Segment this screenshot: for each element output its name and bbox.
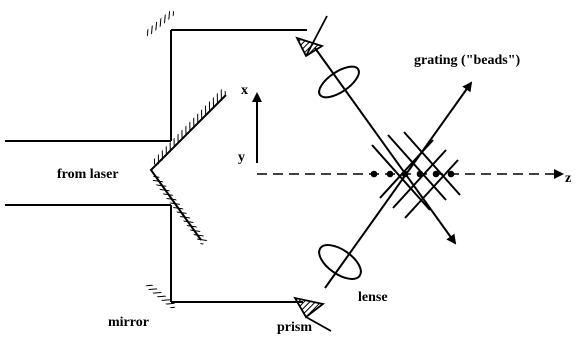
bead bbox=[447, 170, 455, 178]
fringe-line bbox=[387, 134, 447, 201]
lower-lens bbox=[318, 244, 362, 280]
bead bbox=[432, 170, 440, 178]
bead bbox=[386, 170, 394, 178]
y-axis-label: y bbox=[238, 150, 245, 165]
mirror-label: mirror bbox=[108, 315, 149, 330]
from-laser-label: from laser bbox=[57, 167, 119, 182]
lower-beam-diagonal bbox=[324, 81, 473, 289]
bead bbox=[370, 170, 378, 178]
fringe-line bbox=[403, 131, 461, 196]
splitter-hatch-upper bbox=[151, 88, 228, 167]
upper-lens bbox=[318, 65, 360, 99]
bottom-left-mirror bbox=[145, 282, 177, 310]
top-left-mirror bbox=[144, 9, 176, 37]
grating-label: grating ("beads") bbox=[414, 53, 520, 68]
bead bbox=[416, 170, 424, 178]
lense-label: lense bbox=[358, 290, 388, 305]
upper-beam-diagonal bbox=[314, 47, 457, 245]
splitter-hatch-lower bbox=[151, 173, 208, 246]
z-axis-label: z bbox=[565, 171, 571, 186]
top-prism bbox=[295, 15, 328, 58]
bottom-prism bbox=[293, 296, 332, 332]
fringe-line bbox=[371, 144, 431, 211]
fringe-line bbox=[404, 159, 459, 219]
fringe-line bbox=[379, 139, 434, 199]
fringe-line bbox=[392, 149, 447, 209]
x-axis-label: x bbox=[241, 83, 248, 98]
bead bbox=[401, 170, 409, 178]
prism-label: prism bbox=[277, 320, 312, 335]
